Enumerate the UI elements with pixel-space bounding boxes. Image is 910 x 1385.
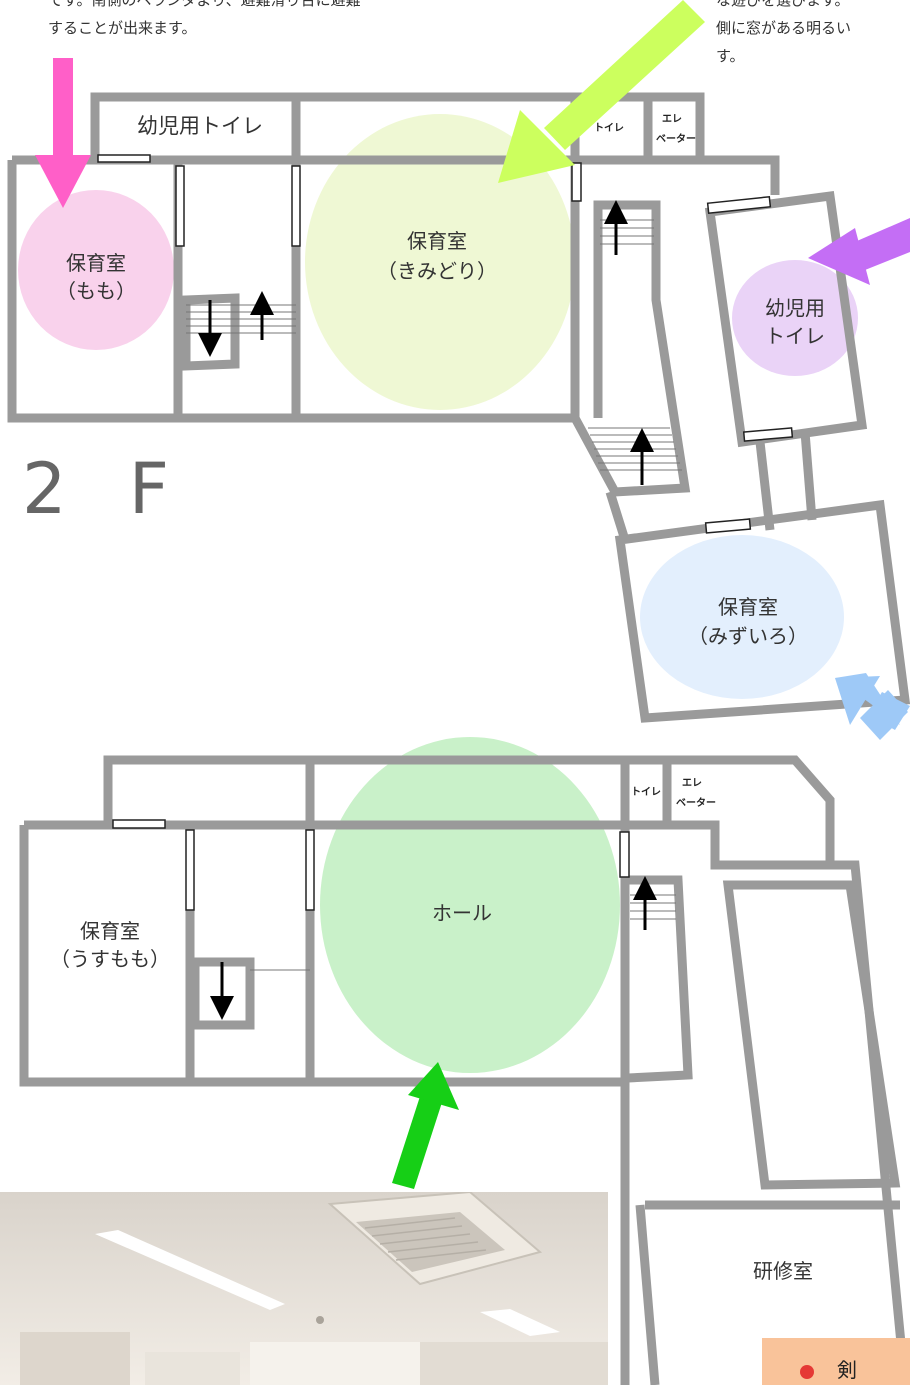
label-kimidori-line2: （きみどり）: [377, 259, 497, 283]
hall-photo-illustration: [0, 1192, 608, 1385]
pink-pointer-arrow: [35, 58, 91, 208]
room-momo-highlight: [18, 190, 174, 350]
badge-dot-icon: [800, 1365, 814, 1379]
label-infant-toilet-right-line2: トイレ: [765, 324, 825, 348]
caption-right-line-3: す。: [716, 47, 745, 65]
label-hall: ホール: [432, 901, 492, 925]
label-infant-toilet-right-line1: 幼児用: [765, 296, 825, 320]
label-momo-line1: 保育室: [66, 251, 126, 275]
label-elevator-1f-line2: ベーター: [676, 797, 716, 809]
caption-right-line-1: な遊びを選びます。: [716, 0, 850, 9]
label-elevator-2f-line2: ベーター: [656, 133, 696, 145]
label-elevator-1f-line1: エレ: [682, 778, 702, 789]
floor2-stairs: [186, 219, 682, 471]
badge-text: 剣: [837, 1358, 857, 1382]
caption-right-line-2: 側に窓がある明るい: [716, 19, 852, 37]
label-usumomo-line2: （うすもも）: [50, 947, 170, 971]
green-pointer-arrow: [392, 1062, 459, 1189]
blue-pointer-arrow: [835, 673, 910, 740]
label-elevator-2f-line1: エレ: [662, 114, 682, 125]
caption-left-line-2: することが出来ます。: [48, 19, 197, 37]
label-kimidori-line1: 保育室: [407, 229, 467, 253]
room-kimidori-highlight: [305, 114, 575, 410]
floor2-direction-arrows: [198, 200, 654, 485]
label-usumomo-line1: 保育室: [80, 919, 140, 943]
label-mizuiro-line2: （みずいろ）: [688, 624, 808, 648]
floor1-door-strips: [112, 819, 630, 911]
purple-pointer-arrow: [808, 218, 910, 285]
caption-left-line-1: です。南側のベランダより、避難滑り台に避難: [48, 0, 361, 9]
room-mizuiro-highlight: [640, 535, 844, 699]
label-momo-line2: （もも）: [56, 279, 136, 303]
hall-photo: [0, 1192, 608, 1385]
label-toilet-1f: トイレ: [631, 786, 661, 798]
lime-pointer-arrow: [498, 0, 705, 183]
corner-badge: 剣: [762, 1338, 910, 1385]
floor1-direction-arrows: [210, 876, 657, 1020]
label-mizuiro-line1: 保育室: [718, 595, 778, 619]
label-training-room: 研修室: [753, 1259, 813, 1283]
label-toilet-2f: トイレ: [594, 122, 624, 134]
floor-label-2f: 2 F: [22, 448, 190, 530]
label-infant-toilet-top: 幼児用トイレ: [137, 114, 263, 138]
floor2-door-strips: [97, 154, 794, 534]
infant-toilet-highlight: [732, 260, 858, 376]
